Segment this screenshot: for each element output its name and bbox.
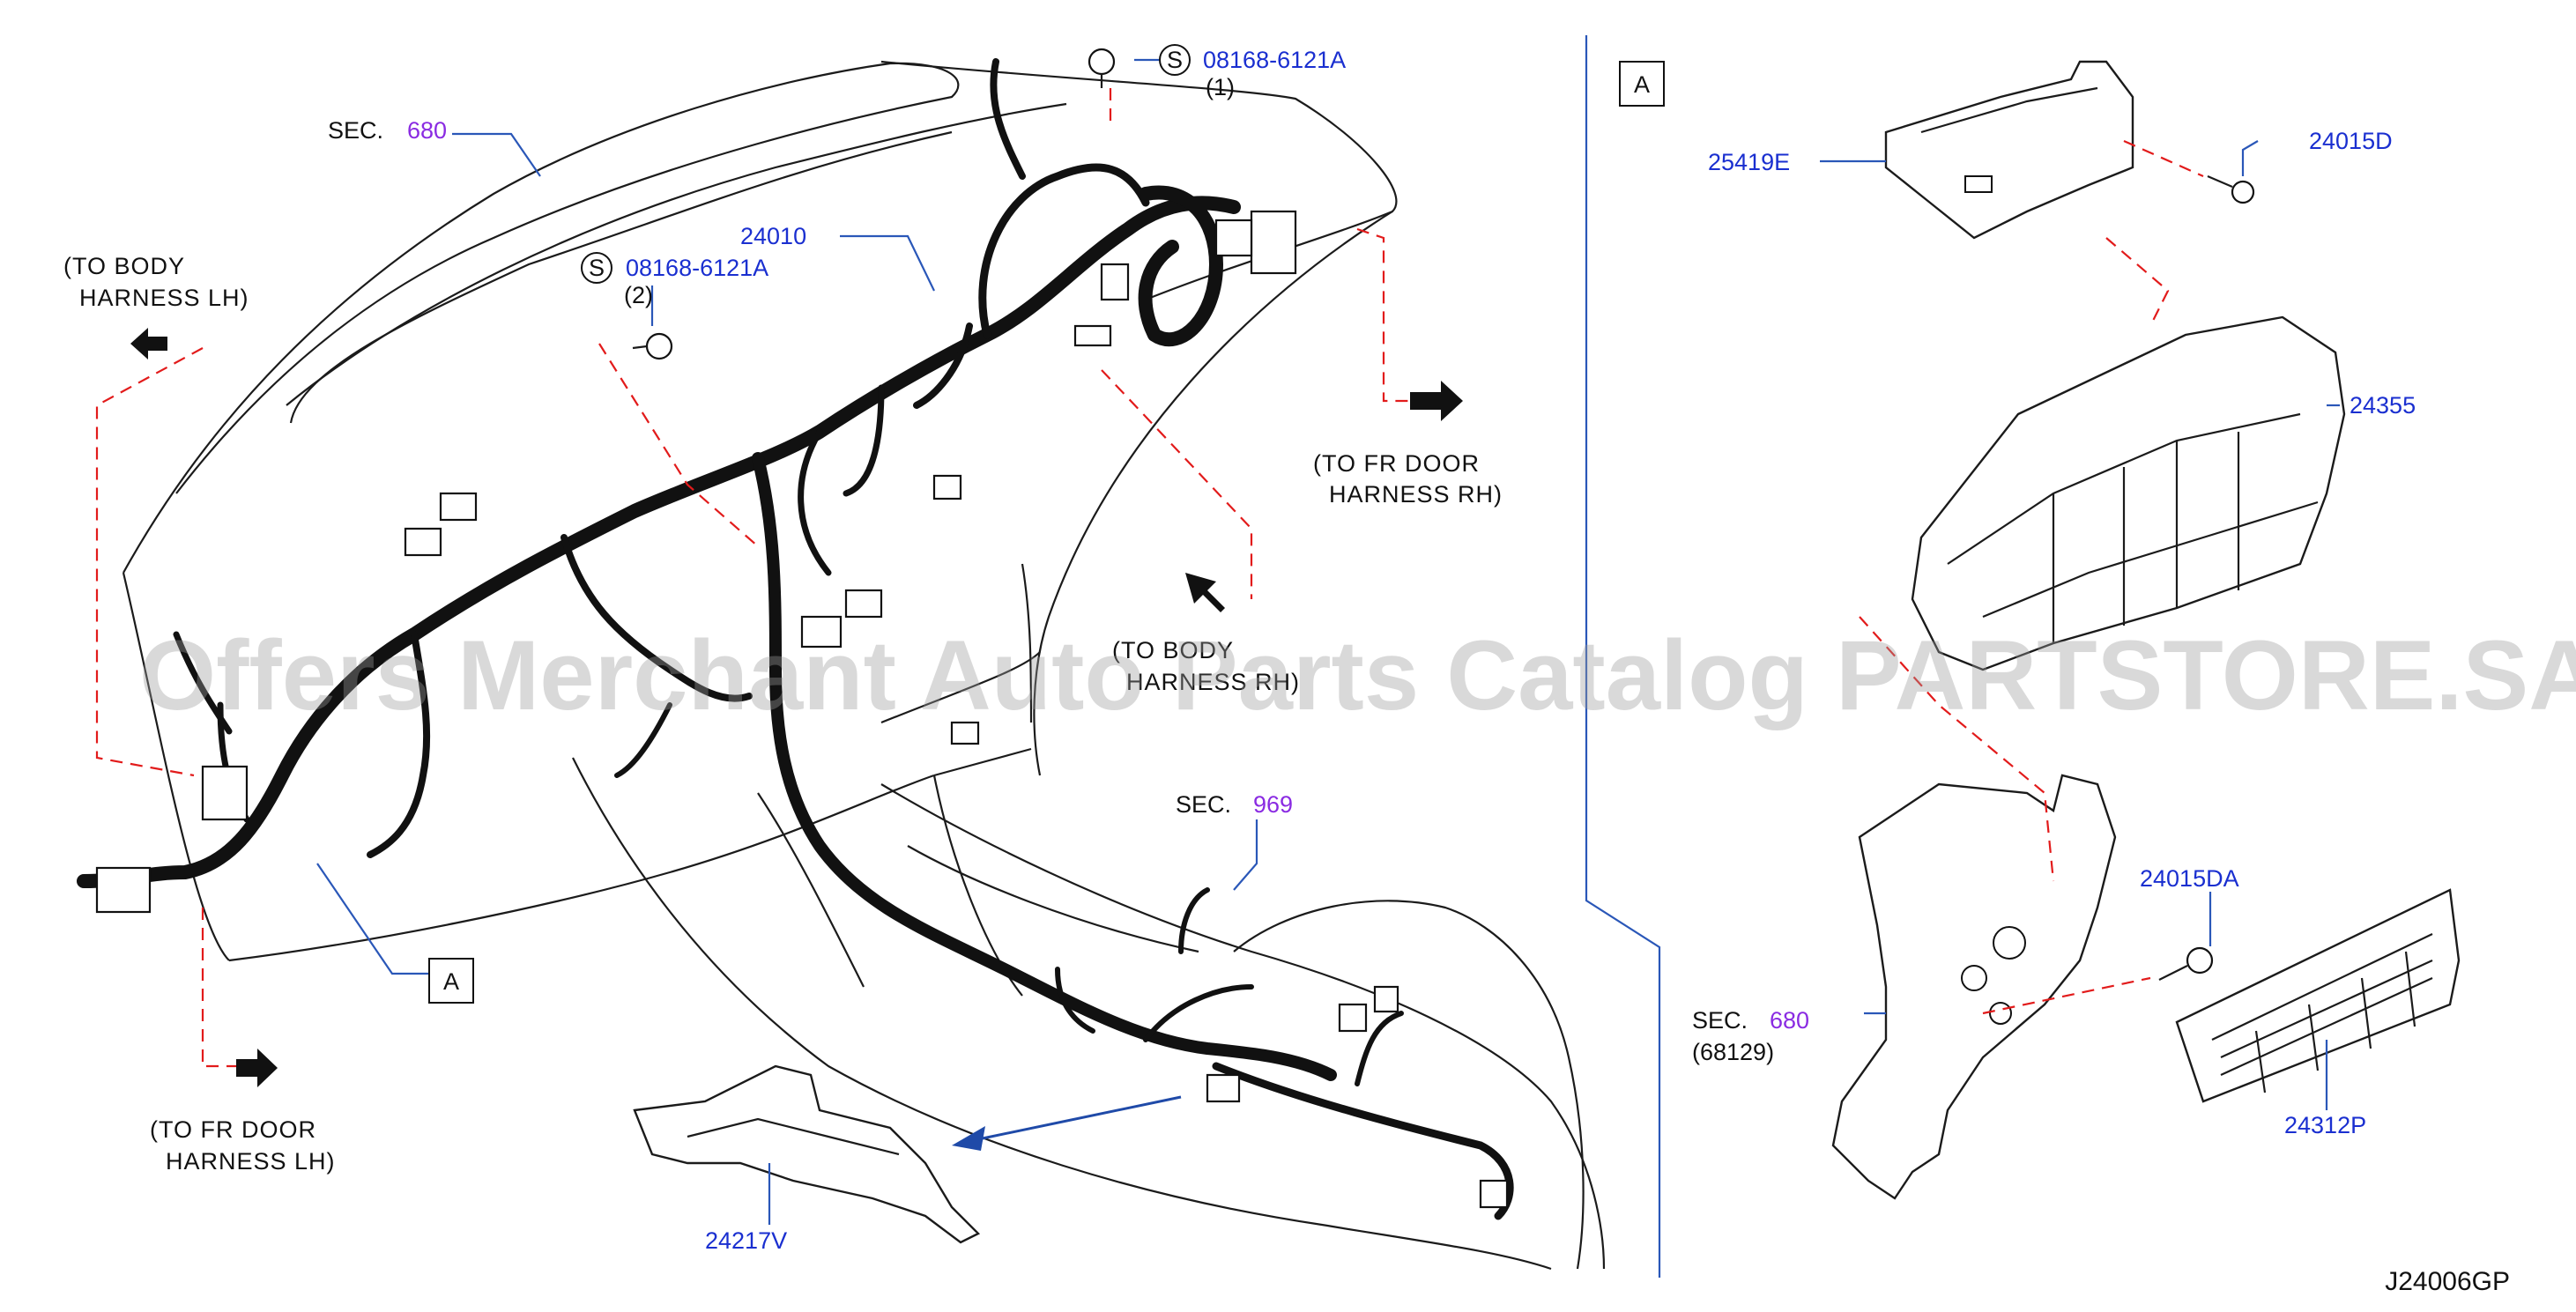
section-label-680-bracket: SEC. 680 (68129) [1692,1007,1809,1065]
svg-text:(2): (2) [624,282,653,308]
section-label-969: SEC. 969 [1176,791,1293,818]
watermark-text: Offers Merchant Auto Parts Catalog PARTS… [139,620,2576,730]
fastener-callout-1: S 08168-6121A (1) [1159,44,1346,100]
svg-text:HARNESS RH): HARNESS RH) [1126,669,1300,695]
svg-text:08168-6121A: 08168-6121A [1203,47,1346,73]
svg-text:(TO FR DOOR: (TO FR DOOR [1313,450,1480,477]
fastener-callout-2: S 08168-6121A (2) [581,252,768,308]
part-number-24217v: 24217V [705,1227,787,1254]
bracket-24217v [633,1064,981,1244]
bolt-24015da [2158,946,2214,981]
diagram-code: J24006GP [2385,1267,2510,1296]
svg-text:A: A [443,968,459,995]
mounting-bracket-68129 [1831,774,2117,1200]
svg-text:SEC.: SEC. [1176,791,1231,818]
svg-text:SEC.: SEC. [328,117,383,144]
direction-to-body-harness-lh: (TO BODY HARNESS LH) [63,253,249,311]
svg-text:969: 969 [1253,791,1293,818]
screw-24015d [2207,174,2255,204]
arrow-to-fr-door-harness-rh [1410,381,1463,421]
svg-text:680: 680 [407,117,447,144]
leader-lines [316,58,2340,1225]
clip-fastener-1 [1088,48,1116,88]
bracket-25419e [1884,60,2134,240]
svg-text:SEC.: SEC. [1692,1007,1748,1034]
svg-text:(68129): (68129) [1692,1039,1774,1065]
callout-box-a: A [428,958,474,1004]
harness-connectors [95,210,1509,1209]
svg-text:S: S [589,255,605,281]
dashed-guide-lines [95,88,2204,1068]
detail-view-label-a: A [1619,61,1665,107]
svg-text:08168-6121A: 08168-6121A [626,255,768,281]
fuse-block-24355 [1911,315,2346,671]
arrow-to-body-harness-lh [130,328,167,360]
svg-text:HARNESS RH): HARNESS RH) [1329,481,1503,508]
part-number-24015d: 24015D [2309,128,2393,154]
part-number-24355: 24355 [2350,392,2416,419]
detail-divider-line [1585,35,1661,1278]
svg-text:(TO BODY: (TO BODY [63,253,185,279]
direction-to-fr-door-harness-rh: (TO FR DOOR HARNESS RH) [1313,450,1503,508]
svg-text:A: A [1634,71,1650,98]
direction-to-fr-door-harness-lh: (TO FR DOOR HARNESS LH) [150,1116,336,1175]
svg-text:(TO FR DOOR: (TO FR DOOR [150,1116,316,1143]
svg-text:(1): (1) [1206,74,1235,100]
arrow-to-fr-door-harness-lh [236,1049,278,1087]
dashboard-body-outline [122,60,1606,1271]
instrument-harness-24010 [77,58,1514,1220]
part-number-24010: 24010 [740,223,806,249]
svg-text:S: S [1167,47,1183,73]
label-sheet-24312p [2175,888,2461,1103]
part-number-24015da: 24015DA [2140,865,2239,892]
section-label-680-top: SEC. 680 [328,117,447,144]
svg-text:HARNESS LH): HARNESS LH) [79,285,249,311]
clip-fastener-2 [632,332,673,360]
part-number-24312p: 24312P [2284,1112,2366,1138]
svg-text:(TO BODY: (TO BODY [1112,637,1234,663]
svg-text:HARNESS LH): HARNESS LH) [166,1148,336,1175]
direction-to-body-harness-rh: (TO BODY HARNESS RH) [1112,637,1300,695]
svg-text:680: 680 [1770,1007,1809,1034]
arrow-to-body-harness-rh [1185,573,1225,612]
part-number-25419e: 25419E [1708,149,1790,175]
blue-pointer-arrow [952,1095,1182,1151]
